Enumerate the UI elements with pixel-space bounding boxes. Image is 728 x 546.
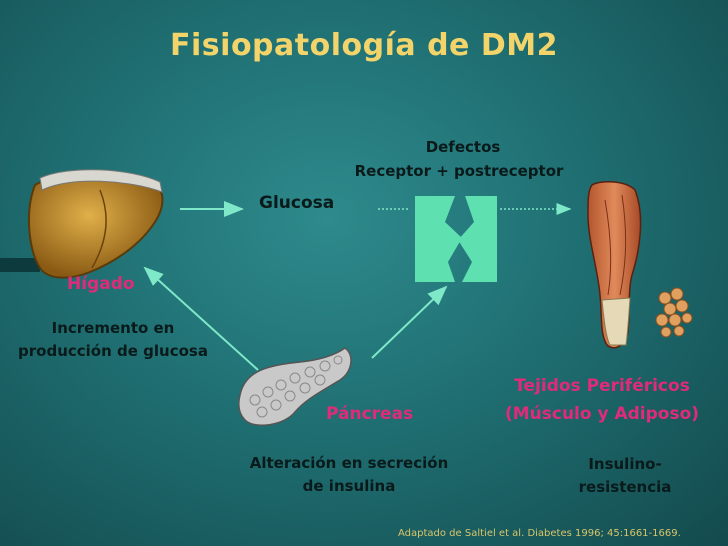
tissue-label-line2: (Músculo y Adiposo) — [504, 404, 700, 424]
pancreas-icon — [238, 347, 352, 427]
pancreas-desc-line2: de insulina — [302, 477, 396, 495]
pancreas-label: Páncreas — [326, 404, 414, 424]
pancreas-to-receptor-arrow — [371, 285, 448, 359]
pancreas-desc-line1: Alteración en secreción — [249, 454, 449, 472]
defects-label: Defectos — [425, 138, 501, 156]
tissue-desc-line2: resistencia — [578, 478, 672, 496]
muscle-icon — [587, 180, 642, 349]
receptor-icon — [415, 196, 497, 282]
tissue-desc-line1: Insulino- — [588, 455, 662, 473]
receptor-postreceptor-label: Receptor + postreceptor — [354, 162, 564, 180]
liver-desc-line2: producción de glucosa — [18, 342, 208, 360]
tissue-label-line1: Tejidos Periféricos — [514, 376, 690, 396]
liver-desc-line1: Incremento en — [51, 319, 175, 337]
glucose-label: Glucosa — [259, 193, 335, 213]
adipose-icon — [655, 287, 693, 338]
liver-icon — [27, 169, 164, 279]
pancreas-to-liver-arrow — [143, 266, 259, 371]
left-bar-decoration — [0, 258, 40, 272]
page-title: Fisiopatología de DM2 — [170, 28, 558, 63]
liver-label: Hígado — [67, 274, 135, 294]
citation: Adaptado de Saltiel et al. Diabetes 1996… — [398, 528, 681, 539]
